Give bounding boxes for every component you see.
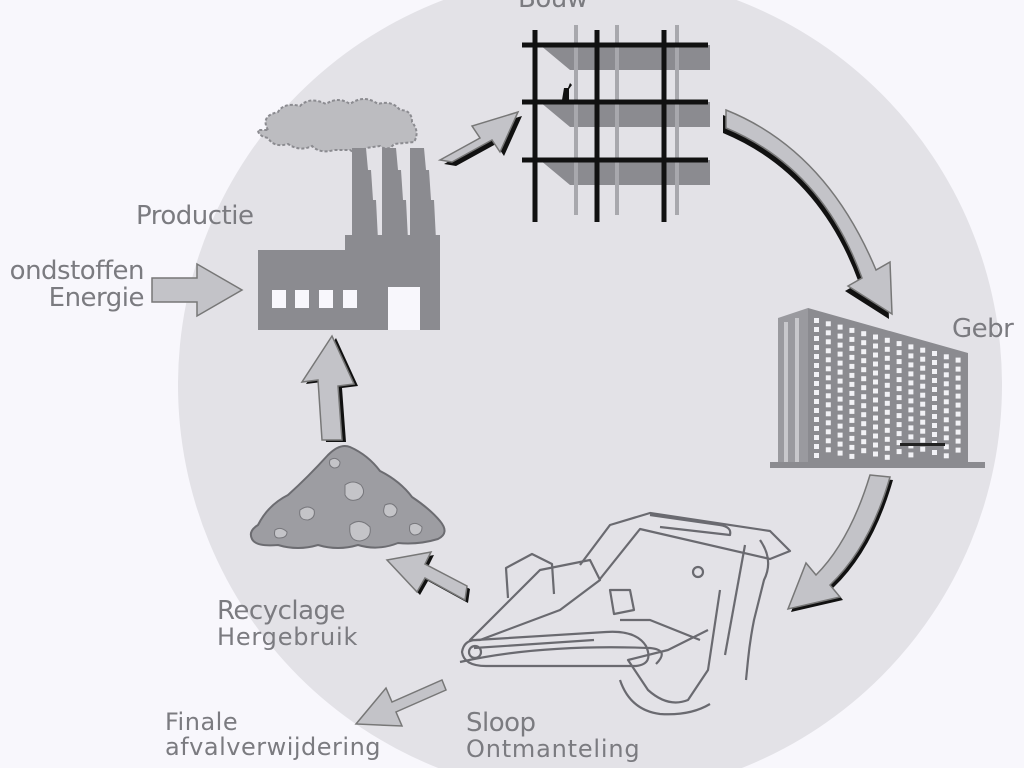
arrow-bouw-to-gebruik: [723, 108, 893, 319]
label-productie: Productie: [136, 201, 254, 231]
label-finale: Finale afvalverwijdering: [165, 708, 382, 762]
office-building-icon: [770, 308, 985, 468]
label-gebruik: Gebr: [952, 314, 1014, 344]
arrow-inputs-to-productie: [151, 262, 244, 318]
scaffolding-icon: [522, 25, 710, 222]
label-finale-line2: afvalverwijdering: [165, 733, 382, 762]
rubble-pile-icon: [249, 445, 446, 549]
arrow-recyclage-to-productie: [300, 334, 358, 442]
label-sloop: Sloop Ontmanteling: [466, 708, 641, 764]
label-inputs-line2: Energie: [48, 283, 145, 314]
label-recyclage: Recyclage Hergebruik: [217, 596, 359, 652]
arrow-sloop-to-recyclage: [385, 550, 470, 603]
label-sloop-line1: Sloop: [466, 708, 536, 738]
factory-icon: [256, 98, 440, 330]
label-recyclage-line2: Hergebruik: [217, 623, 359, 652]
excavator-icon: [459, 511, 792, 716]
label-sloop-line2: Ontmanteling: [466, 735, 641, 764]
arrow-productie-to-bouw: [437, 110, 522, 166]
label-bouw: Bouw: [518, 0, 588, 13]
arrow-gebruik-to-sloop: [786, 474, 893, 612]
arrow-sloop-to-finale: [354, 679, 447, 727]
label-inputs-line1: ondstoffen: [9, 256, 145, 286]
label-finale-line1: Finale: [165, 708, 239, 736]
label-inputs: ondstoffen Energie: [0, 256, 145, 314]
label-recyclage-line1: Recyclage: [217, 596, 346, 626]
